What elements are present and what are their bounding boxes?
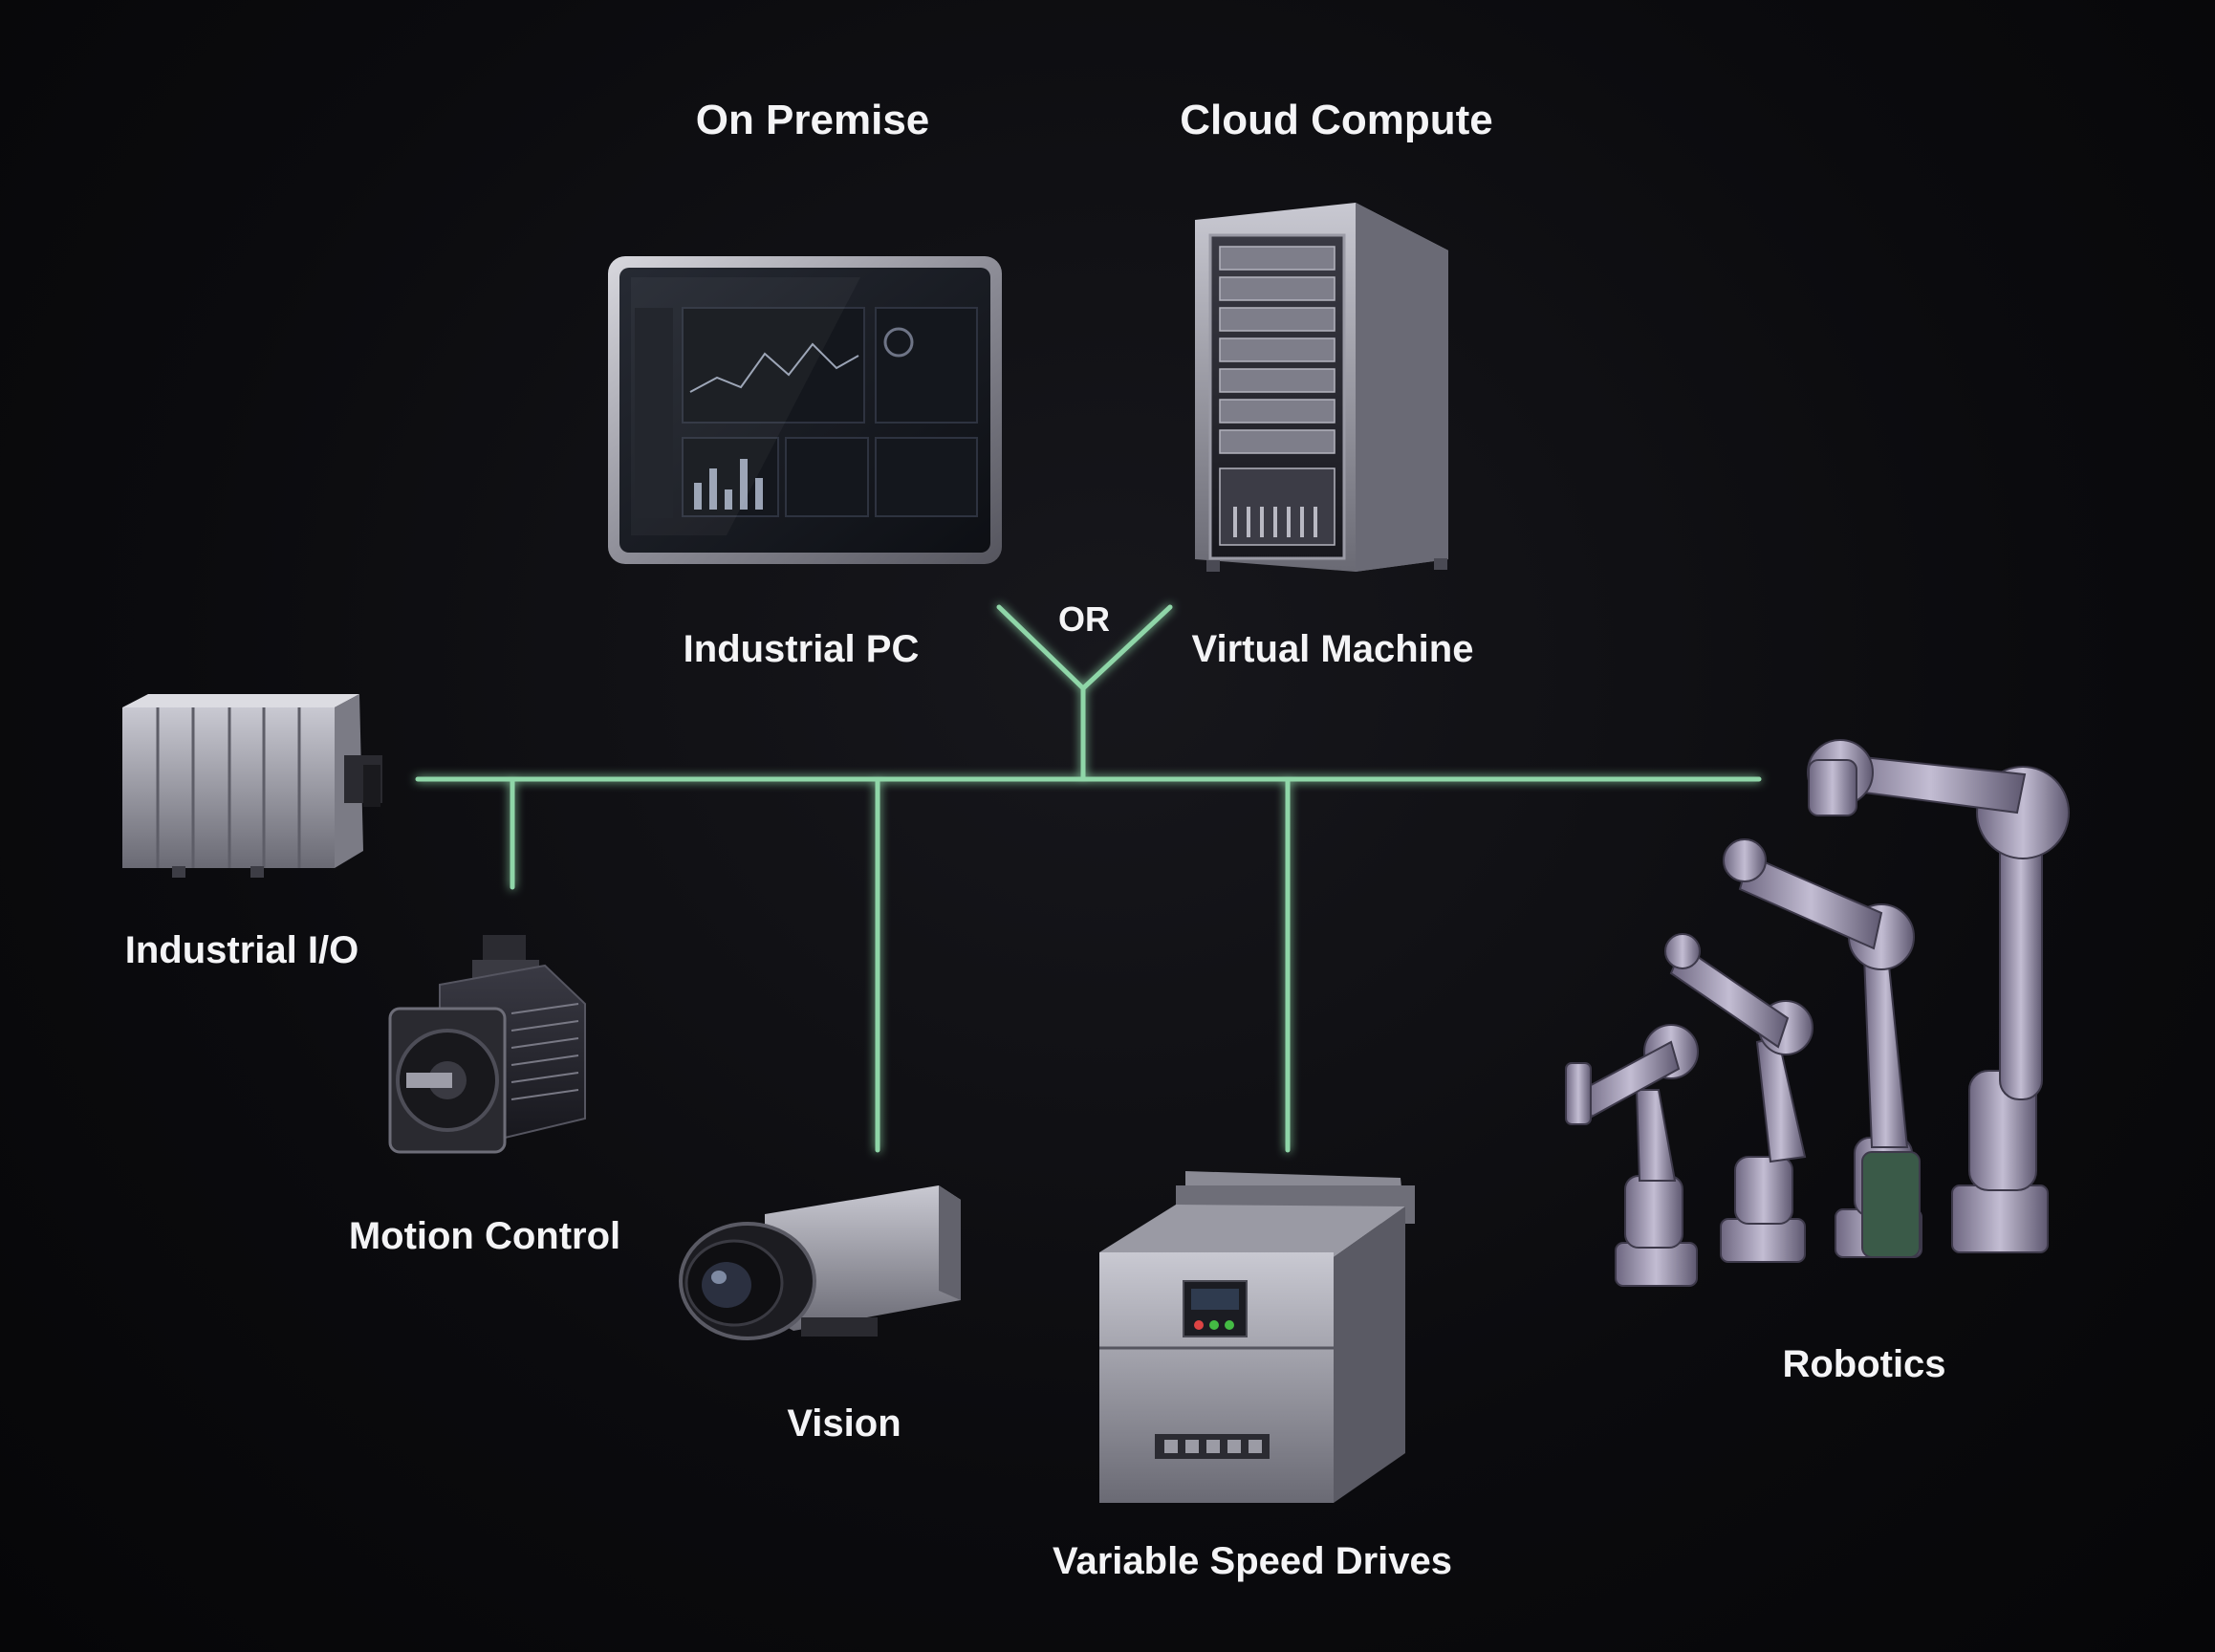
robot-arm-icon — [1565, 739, 2070, 1287]
label-or: OR — [1058, 599, 1110, 639]
label-virtual-machine: Virtual Machine — [1192, 628, 1474, 670]
industrial-pc-icon — [608, 256, 1002, 564]
server-rack-icon — [1195, 203, 1448, 572]
label-industrial-io: Industrial I/O — [125, 929, 358, 971]
label-motion-control: Motion Control — [349, 1215, 620, 1257]
label-vision: Vision — [787, 1402, 901, 1445]
network-lines — [415, 604, 1762, 1153]
header-on-premise: On Premise — [696, 97, 930, 143]
server-rack-units — [1219, 246, 1336, 454]
camera-icon — [679, 1185, 961, 1340]
header-cloud-compute: Cloud Compute — [1180, 97, 1493, 143]
io-module-icon — [122, 694, 382, 878]
or-fork-line — [996, 604, 1173, 782]
label-industrial-pc: Industrial PC — [684, 628, 920, 670]
label-variable-speed-drives: Variable Speed Drives — [1053, 1540, 1452, 1582]
servo-motor-icon — [388, 935, 586, 1154]
label-robotics: Robotics — [1782, 1343, 1945, 1385]
vfd-drive-icon — [1099, 1171, 1415, 1503]
